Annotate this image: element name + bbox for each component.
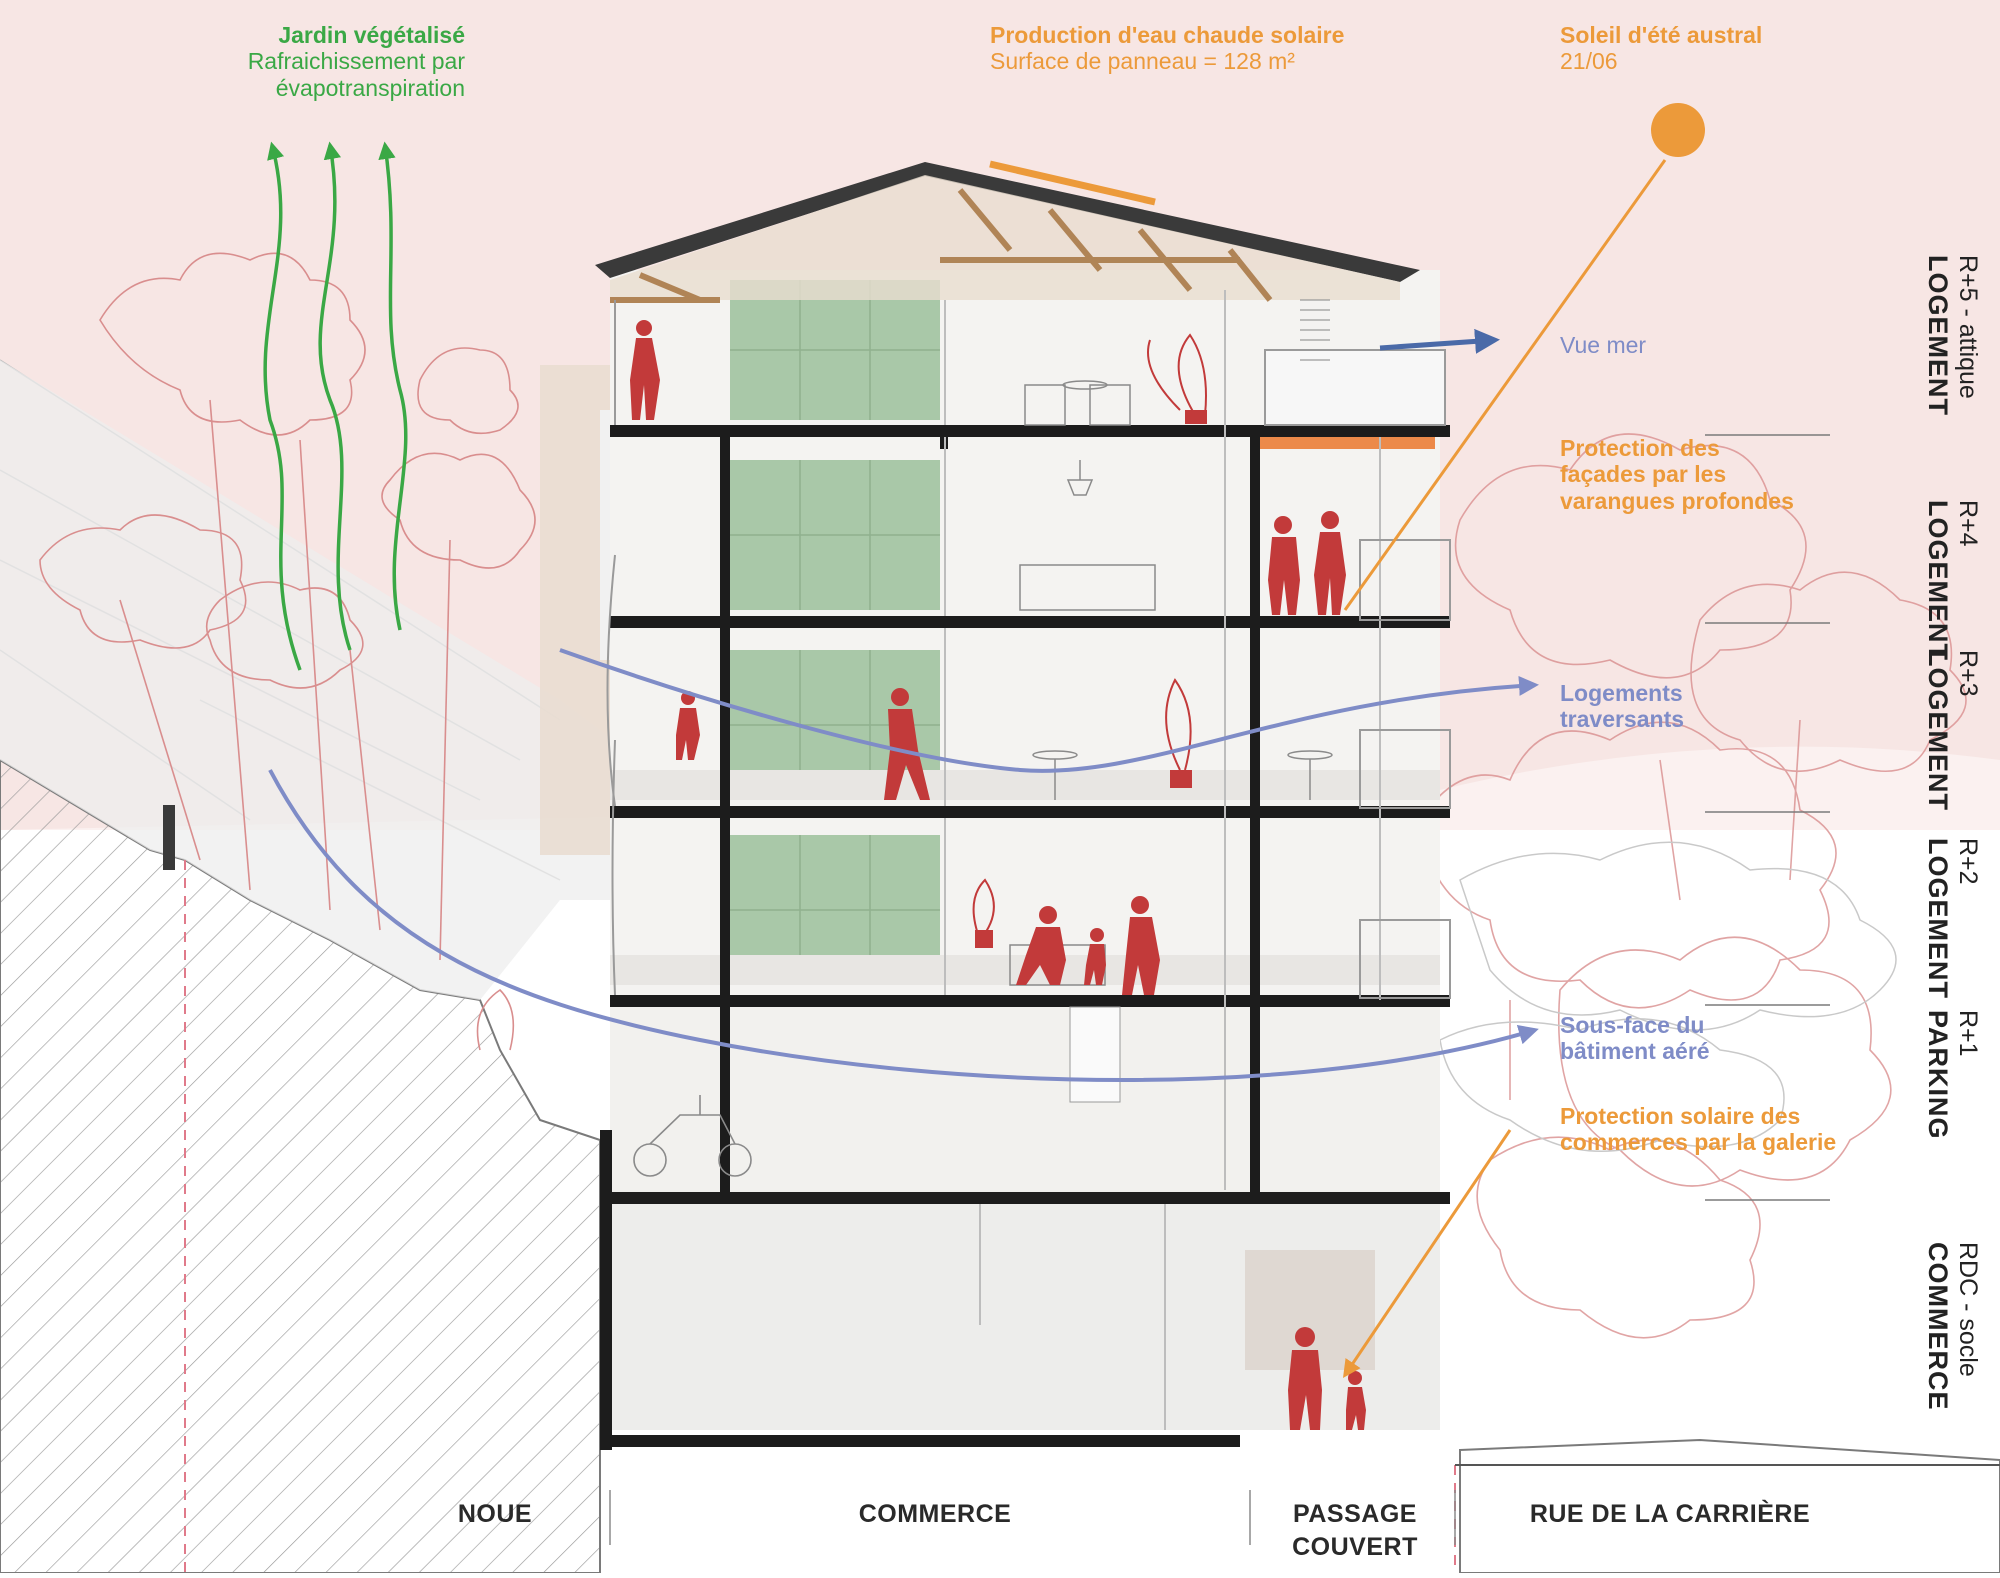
varangue-overhang — [1260, 435, 1435, 449]
label-jardin-line2: évapotranspiration — [275, 74, 465, 101]
level-r1-use: PARKING — [1923, 1010, 1953, 1140]
label-logements-traversants-2: traversants — [1560, 706, 1685, 733]
label-eau-chaude-title: Production d'eau chaude solaire — [990, 22, 1345, 48]
level-r2-use: LOGEMENT — [1923, 838, 1953, 999]
label-logements-traversants-1: Logements — [1560, 680, 1683, 706]
evapotranspiration-arrow-icon — [263, 141, 408, 671]
level-rdc: RDC - socle COMMERCE — [1922, 1242, 1982, 1411]
level-r1-name: R+1 — [1954, 1010, 1982, 1057]
floor-slabs — [610, 425, 1450, 1447]
sun-ray-gallery — [1342, 1129, 1512, 1378]
label-protection-commerces: Protection solaire des commerces par la … — [1560, 1103, 1880, 1156]
label-sous-face: Sous-face du bâtiment aéré — [1560, 1012, 1780, 1065]
level-rdc-name: RDC - socle — [1954, 1242, 1982, 1377]
level-r3-name: R+3 — [1954, 650, 1982, 697]
zone-commerce: COMMERCE — [858, 1500, 1012, 1528]
zone-separators — [609, 1490, 1456, 1545]
label-soleil: Soleil d'été austral 21/06 — [1560, 22, 1860, 75]
label-protection-commerces-1: Protection solaire des — [1560, 1103, 1801, 1129]
label-protection-facades-1: Protection des — [1560, 435, 1720, 461]
level-r3: R+3 LOGEMENT — [1922, 650, 1982, 811]
level-r2-name: R+2 — [1954, 838, 1982, 885]
label-eau-chaude: Production d'eau chaude solaire Surface … — [990, 22, 1410, 75]
label-protection-facades-3: varangues profondes — [1560, 487, 1794, 514]
label-jardin-title: Jardin végétalisé — [278, 22, 465, 48]
level-r1: R+1 PARKING — [1922, 1010, 1982, 1140]
level-separators — [1705, 434, 1830, 1201]
label-sous-face-1: Sous-face du — [1560, 1012, 1705, 1038]
people-silhouettes — [630, 320, 1366, 1430]
label-protection-facades: Protection des façades par les varangues… — [1560, 435, 1860, 514]
view-arrow-icon — [1379, 328, 1500, 354]
label-logements-traversants: Logements traversants — [1560, 680, 1780, 733]
level-r5-use: LOGEMENT — [1923, 255, 1953, 416]
retaining-wall — [163, 805, 175, 870]
label-vue-mer: Vue mer — [1560, 332, 1646, 358]
level-r4-name: R+4 — [1954, 500, 1982, 547]
label-jardin-line1: Rafraichissement par — [247, 48, 465, 75]
background-trees-grey — [1439, 841, 1897, 1152]
label-sous-face-2: bâtiment aéré — [1560, 1038, 1710, 1065]
slope-face — [0, 360, 640, 1000]
zone-passage-couvert: PASSAGE COUVERT — [1265, 1498, 1445, 1563]
label-vue-mer-text: Vue mer — [1560, 332, 1647, 358]
level-r2: R+2 LOGEMENT — [1922, 838, 1982, 999]
label-jardin: Jardin végétalisé Rafraichissement par é… — [210, 22, 465, 101]
level-r3-use: LOGEMENT — [1923, 650, 1953, 811]
scooter — [633, 1095, 752, 1177]
sun-ray-summer — [1343, 159, 1667, 611]
zone-passage-line1: PASSAGE — [1293, 1500, 1417, 1528]
label-soleil-title: Soleil d'été austral — [1560, 22, 1763, 48]
level-r4: R+4 LOGEMENT — [1922, 500, 1982, 661]
label-protection-commerces-2: commerces par la galerie — [1560, 1129, 1837, 1156]
label-protection-facades-2: façades par les — [1560, 461, 1727, 488]
solar-panel — [989, 160, 1156, 206]
zone-rue: RUE DE LA CARRIÈRE — [1529, 1500, 1811, 1528]
garden-trees-left — [39, 252, 536, 1051]
background-trees-right — [1419, 433, 1967, 1339]
airflow-underside-arrow — [268, 769, 1539, 1082]
street-terrain — [1459, 1438, 2000, 1574]
sky-fade — [0, 746, 2000, 830]
airflow-arrow-icon — [559, 648, 1539, 773]
level-r5: R+5 - attique LOGEMENT — [1922, 255, 1982, 416]
label-eau-chaude-sub: Surface de panneau = 128 m² — [990, 48, 1295, 75]
level-rdc-use: COMMERCE — [1923, 1242, 1953, 1411]
level-r4-use: LOGEMENT — [1923, 500, 1953, 661]
level-r5-name: R+5 - attique — [1954, 255, 1982, 399]
roof — [595, 162, 1420, 282]
label-soleil-sub: 21/06 — [1560, 48, 1618, 75]
zone-noue: NOUE — [457, 1500, 533, 1528]
building-section — [540, 160, 1451, 1450]
zone-passage-line2: COUVERT — [1292, 1532, 1418, 1561]
sun-icon — [1651, 103, 1705, 157]
